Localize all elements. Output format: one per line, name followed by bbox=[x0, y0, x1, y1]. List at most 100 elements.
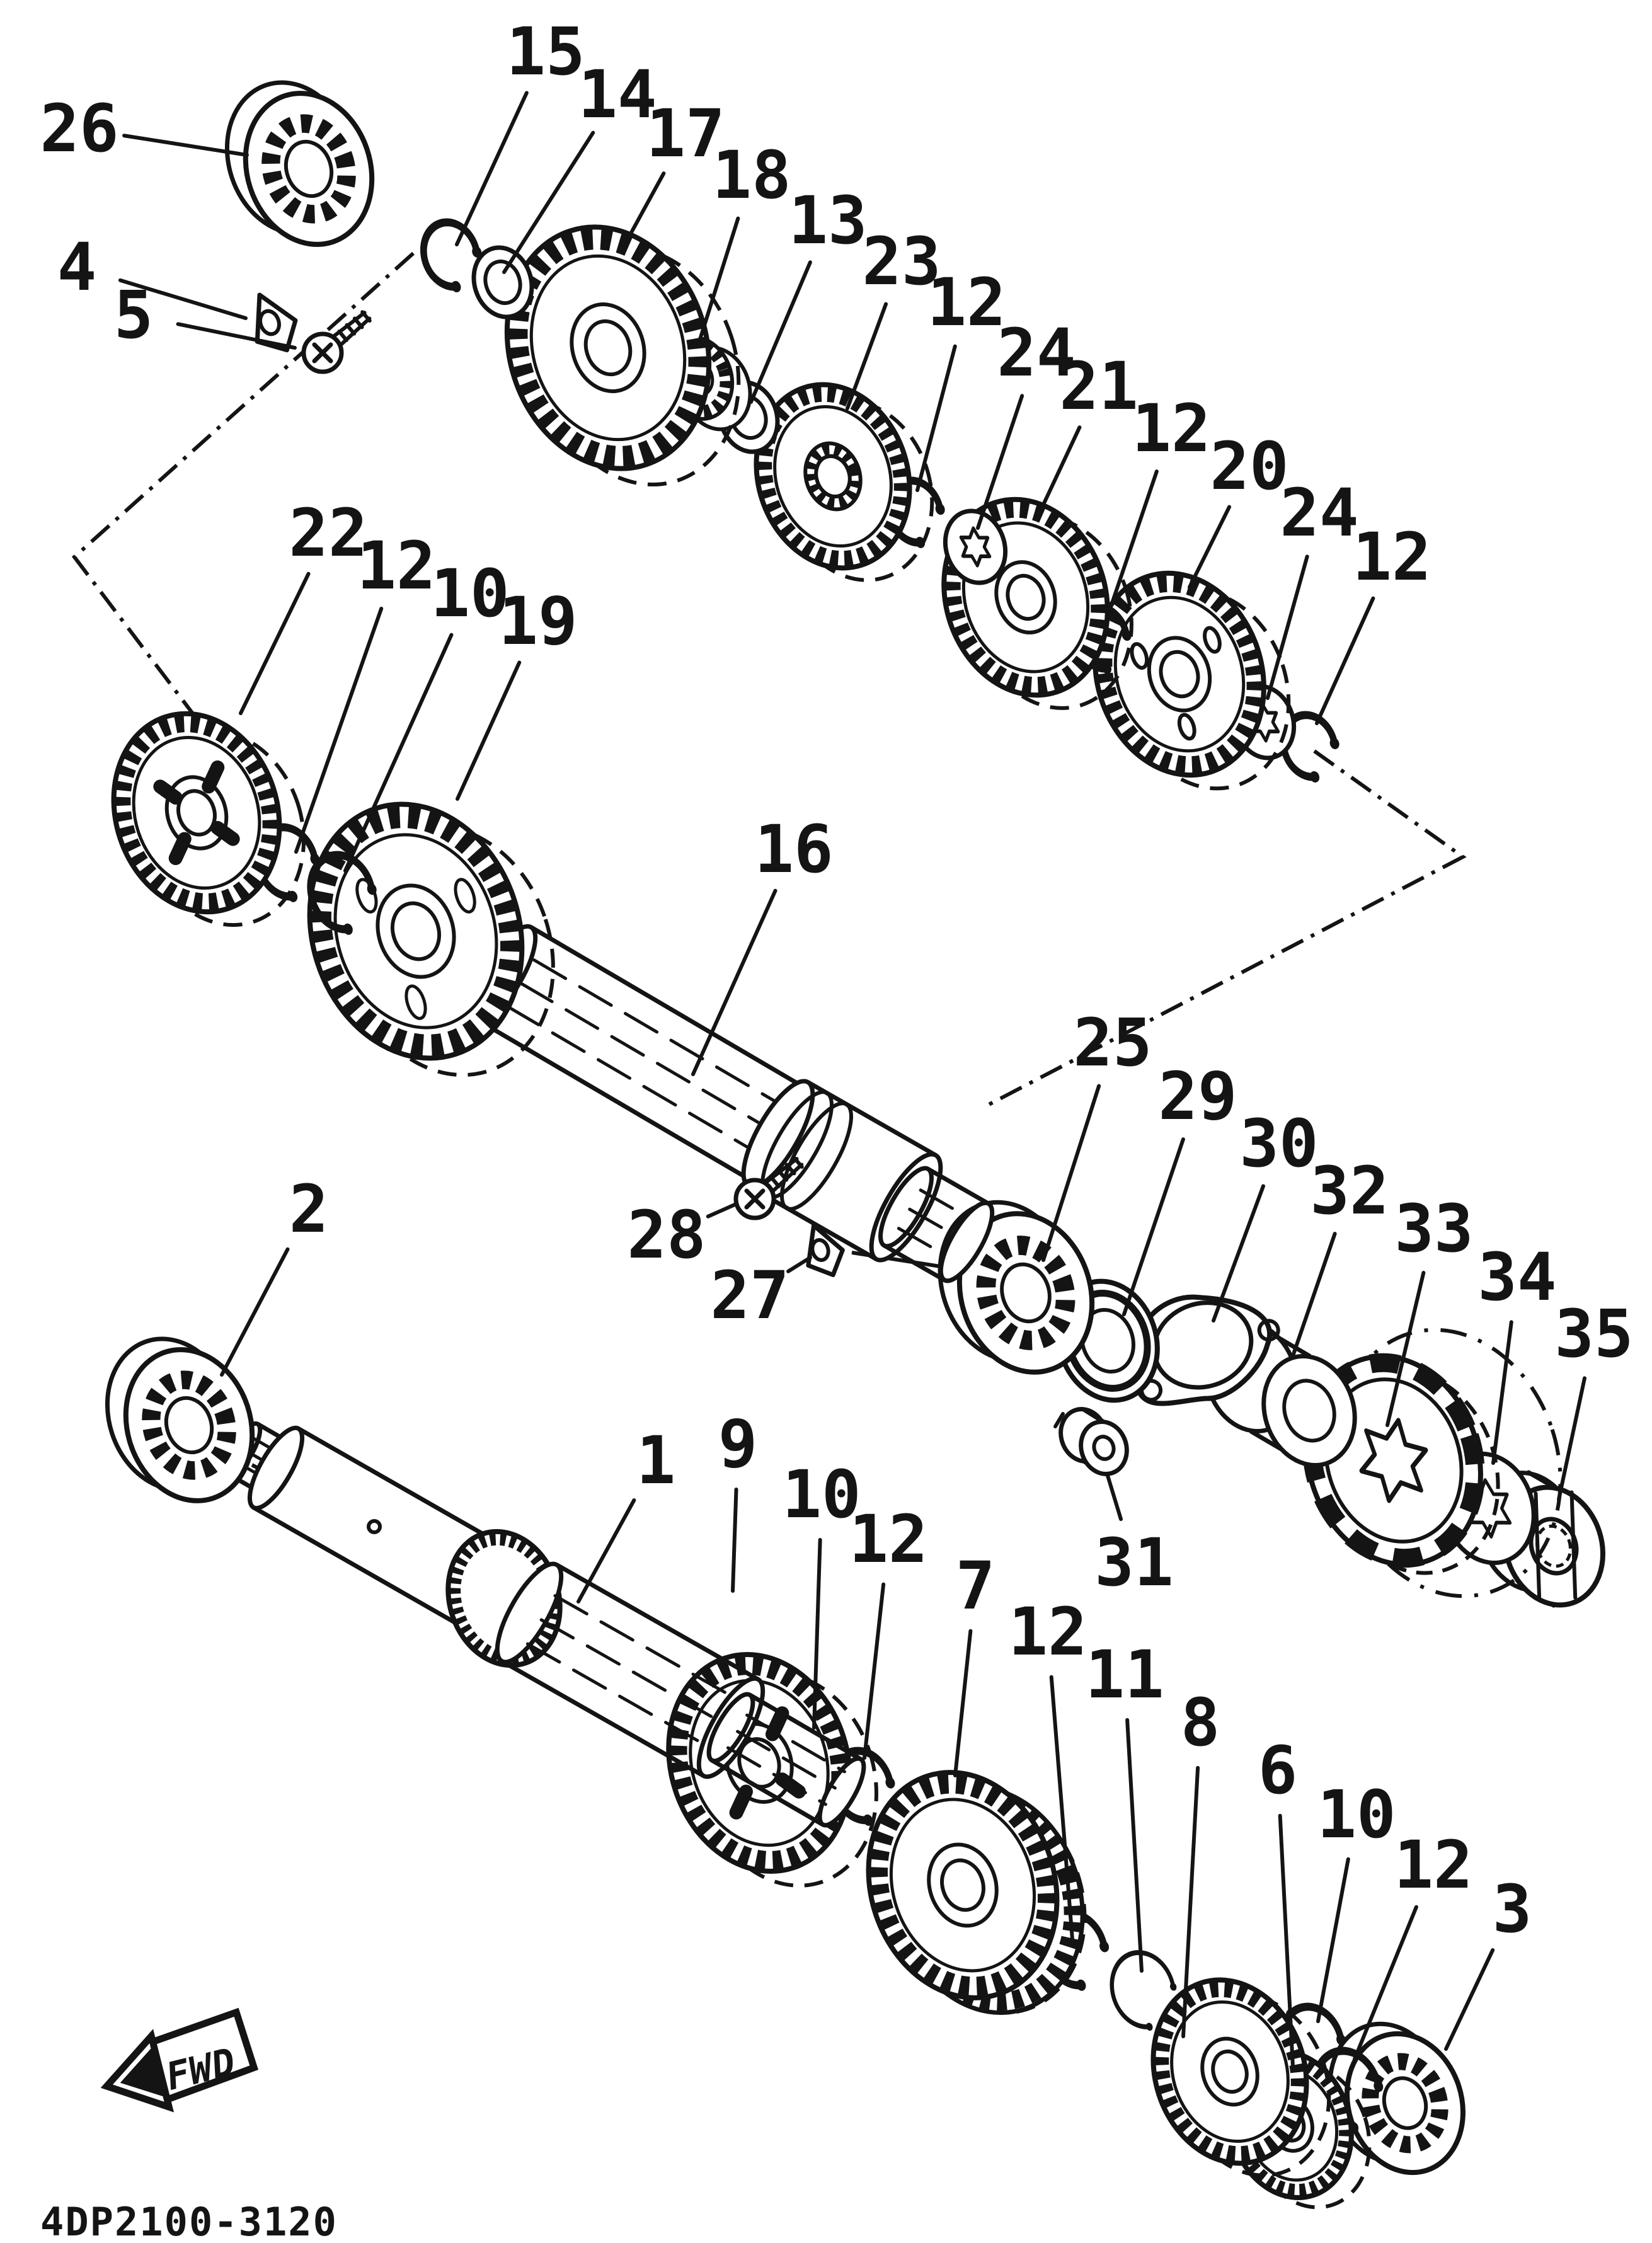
leader-line bbox=[1444, 1948, 1495, 2051]
callout-number: 5 bbox=[114, 277, 154, 353]
callout-number: 29 bbox=[1158, 1058, 1237, 1135]
main-axle-spline-spline bbox=[553, 1594, 735, 1699]
gear-teeth bbox=[943, 500, 1108, 694]
callout-number: 30 bbox=[1239, 1105, 1318, 1182]
leader-line bbox=[456, 660, 522, 801]
gear-17 bbox=[504, 224, 741, 487]
screw-cross bbox=[312, 342, 333, 364]
bearing-balls bbox=[261, 114, 356, 224]
leader-line bbox=[1181, 1765, 1200, 2038]
leader-line bbox=[122, 134, 249, 157]
callout-number: 26 bbox=[40, 90, 118, 167]
circlip-end bbox=[1169, 1983, 1177, 1991]
gear-face-edge bbox=[1113, 595, 1246, 753]
callout-number: 22 bbox=[289, 495, 367, 571]
plate-outline bbox=[806, 1223, 845, 1278]
gear-bore bbox=[176, 789, 217, 837]
leader-line bbox=[749, 260, 812, 404]
callout-number: 3 bbox=[1493, 1871, 1532, 1948]
gear-face-edge bbox=[529, 254, 687, 442]
plate-hole bbox=[258, 309, 281, 336]
leader-line bbox=[455, 91, 529, 246]
leader-line bbox=[691, 888, 777, 1076]
callout-31: 31 bbox=[1094, 1474, 1174, 1601]
leader-line bbox=[1278, 1813, 1295, 2068]
plate-hole bbox=[810, 1238, 830, 1262]
bolt-31 bbox=[1053, 1407, 1129, 1476]
callout-23: 23 bbox=[846, 223, 941, 410]
gear-dog-lug bbox=[729, 1784, 753, 1820]
callout-21: 21 bbox=[1036, 348, 1139, 517]
callout-24: 24 bbox=[976, 314, 1076, 530]
circlip-arc bbox=[1110, 1950, 1176, 2029]
nut-side bbox=[1526, 1470, 1556, 1489]
callout-6: 6 bbox=[1258, 1732, 1298, 2068]
circlip-end bbox=[1336, 2034, 1346, 2046]
leader-line bbox=[118, 278, 248, 320]
nut-thread bbox=[1535, 1524, 1573, 1568]
gear-22 bbox=[111, 711, 306, 927]
callout-number: 17 bbox=[646, 95, 725, 172]
plate-outline bbox=[255, 292, 298, 353]
gear-face-edge bbox=[773, 404, 893, 548]
leader-line bbox=[1041, 1084, 1101, 1262]
gear-teeth bbox=[868, 1774, 1057, 1997]
main-axle-spline-spline bbox=[539, 1618, 721, 1723]
circlip-end bbox=[885, 1777, 895, 1789]
gear-teeth bbox=[507, 228, 709, 468]
gear-face-edge bbox=[333, 833, 498, 1030]
axis-line-left bbox=[71, 251, 415, 760]
callout-8: 8 bbox=[1181, 1684, 1220, 2038]
collar-front-face bbox=[1261, 1354, 1357, 1467]
circlip-end bbox=[451, 280, 461, 292]
callout-15: 15 bbox=[455, 13, 585, 246]
screw-shank bbox=[769, 1162, 804, 1195]
circlip-end bbox=[1076, 1979, 1086, 1991]
gear-dog-lug bbox=[210, 821, 240, 846]
circlip-shape bbox=[420, 218, 482, 292]
callout-number: 20 bbox=[1210, 428, 1288, 505]
shaft-groove bbox=[780, 1101, 853, 1211]
callout-26: 26 bbox=[40, 90, 249, 167]
gear-teeth bbox=[756, 386, 910, 567]
gear-face-edge bbox=[132, 736, 261, 890]
callout-10: 10 bbox=[1316, 1776, 1396, 2023]
gear-dog-lug bbox=[202, 760, 225, 794]
axis-line-right bbox=[982, 749, 1467, 1110]
axis-line-left bbox=[71, 251, 415, 760]
gear-7 bbox=[866, 1770, 1087, 2016]
callout-2: 2 bbox=[220, 1171, 329, 1377]
callout-number: 2 bbox=[289, 1171, 329, 1248]
callout-27: 27 bbox=[710, 1256, 812, 1334]
spline-hole bbox=[1359, 1418, 1428, 1503]
callout-number: 35 bbox=[1554, 1295, 1633, 1372]
drive-axle-spline-spline bbox=[519, 981, 764, 1127]
leader-line bbox=[696, 216, 740, 347]
gear-dog-window bbox=[1130, 642, 1149, 670]
gear-bore bbox=[583, 319, 633, 377]
callout-number: 18 bbox=[712, 137, 791, 214]
gear-dog-window bbox=[1203, 626, 1222, 654]
circlip-15 bbox=[420, 218, 482, 292]
drive-axle-tip-cap bbox=[938, 1200, 995, 1283]
stopper-plate-4 bbox=[255, 292, 298, 353]
leader-line bbox=[1385, 1271, 1426, 1427]
gear-face-edge bbox=[889, 1798, 1036, 1973]
diagram-code: 4DP2100-3120 bbox=[40, 2199, 338, 2243]
callout-12: 12 bbox=[915, 264, 1006, 492]
callout-number: 28 bbox=[627, 1196, 706, 1273]
leader-line bbox=[953, 1629, 973, 1777]
gear-dog-lug bbox=[153, 779, 183, 805]
circlip-end bbox=[1146, 2022, 1153, 2031]
callout-12: 12 bbox=[1353, 1827, 1473, 2061]
fwd-arrow-head-fill bbox=[120, 2048, 164, 2097]
callout-number: 27 bbox=[710, 1257, 789, 1334]
circlip-shape bbox=[307, 851, 377, 935]
callout-number: 6 bbox=[1258, 1732, 1298, 1809]
leader-line bbox=[1315, 596, 1375, 725]
callout-number: 12 bbox=[357, 527, 435, 604]
circlip-shape bbox=[1110, 1950, 1177, 2031]
bearing-inner-ring bbox=[164, 1396, 214, 1455]
callout-10: 10 bbox=[782, 1456, 861, 1730]
washer-14 bbox=[471, 245, 534, 319]
